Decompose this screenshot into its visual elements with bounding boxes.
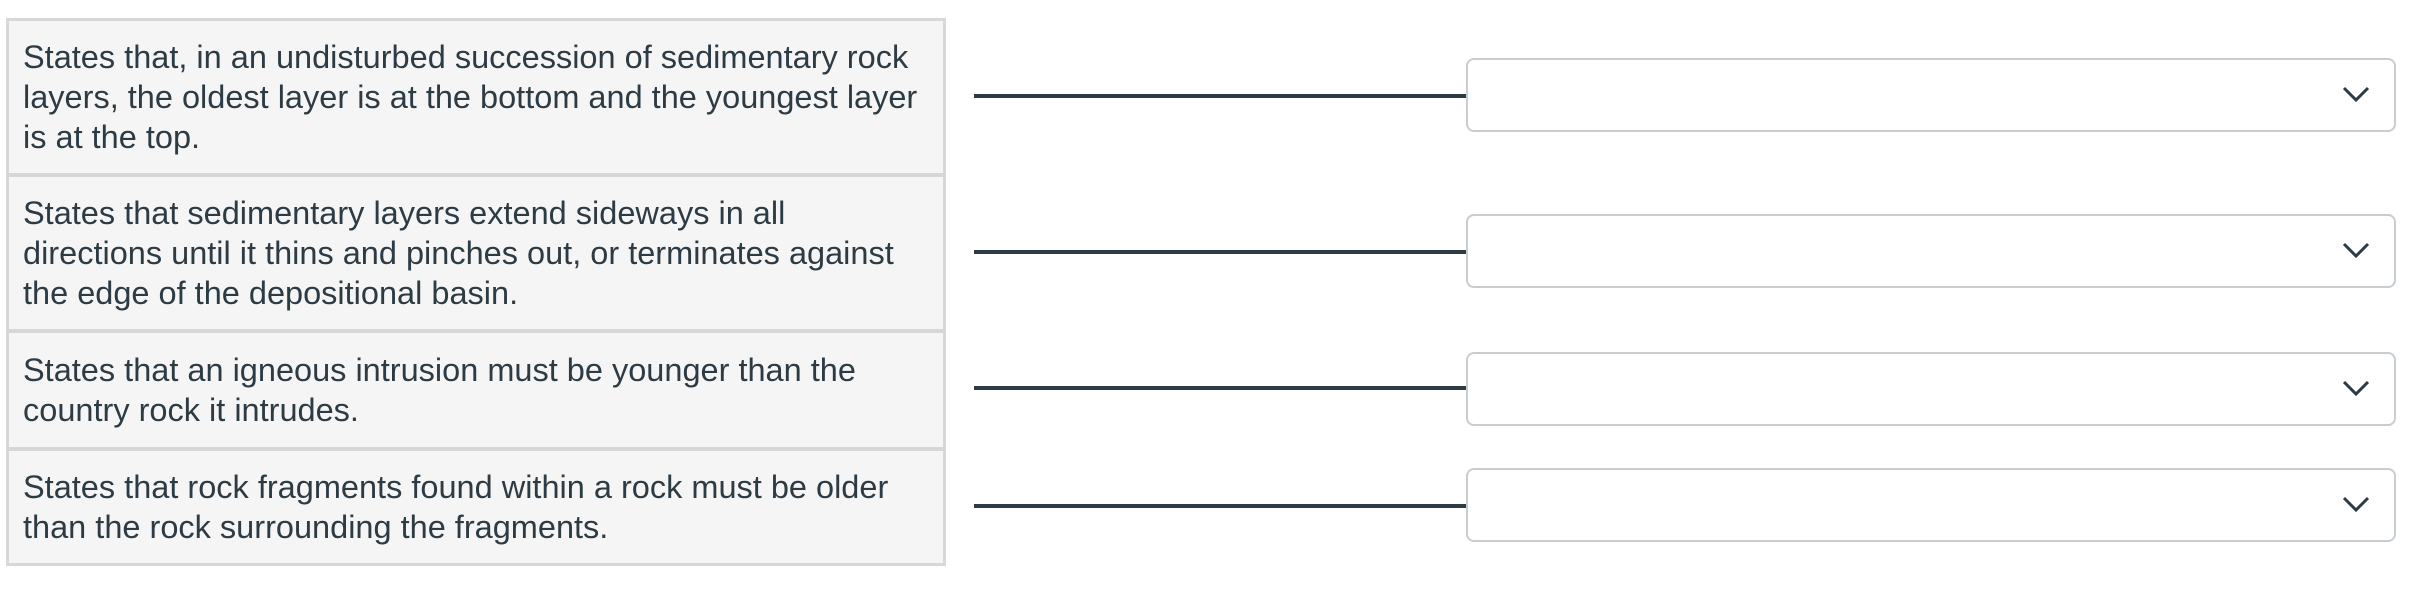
answer-dropdown-4[interactable]	[1466, 468, 2396, 542]
chevron-down-icon	[2342, 84, 2370, 104]
prompt-box-4: States that rock fragments found within …	[6, 448, 946, 566]
connector-line-1	[974, 94, 1469, 98]
connector-line-3	[974, 386, 1469, 390]
connector-line-2	[974, 250, 1469, 254]
prompt-box-3: States that an igneous intrusion must be…	[6, 330, 946, 450]
answer-dropdown-3[interactable]	[1466, 352, 2396, 426]
answer-dropdown-1[interactable]	[1466, 58, 2396, 132]
prompt-text-3: States that an igneous intrusion must be…	[23, 352, 856, 428]
connector-line-4	[974, 504, 1469, 508]
prompt-text-4: States that rock fragments found within …	[23, 469, 889, 545]
prompt-box-2: States that sedimentary layers extend si…	[6, 174, 946, 332]
chevron-down-icon	[2342, 494, 2370, 514]
chevron-down-icon	[2342, 240, 2370, 260]
prompt-text-1: States that, in an undisturbed successio…	[23, 39, 918, 155]
chevron-down-icon	[2342, 378, 2370, 398]
prompt-text-2: States that sedimentary layers extend si…	[23, 195, 894, 311]
prompt-box-1: States that, in an undisturbed successio…	[6, 18, 946, 176]
answer-dropdown-2[interactable]	[1466, 214, 2396, 288]
